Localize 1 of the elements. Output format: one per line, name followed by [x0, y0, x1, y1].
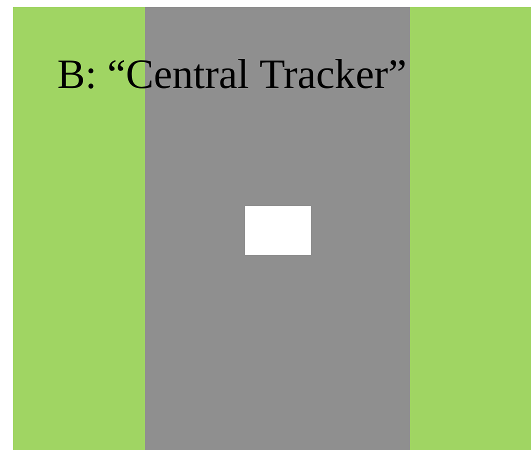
title: B: “Central Tracker” [58, 58, 405, 89]
